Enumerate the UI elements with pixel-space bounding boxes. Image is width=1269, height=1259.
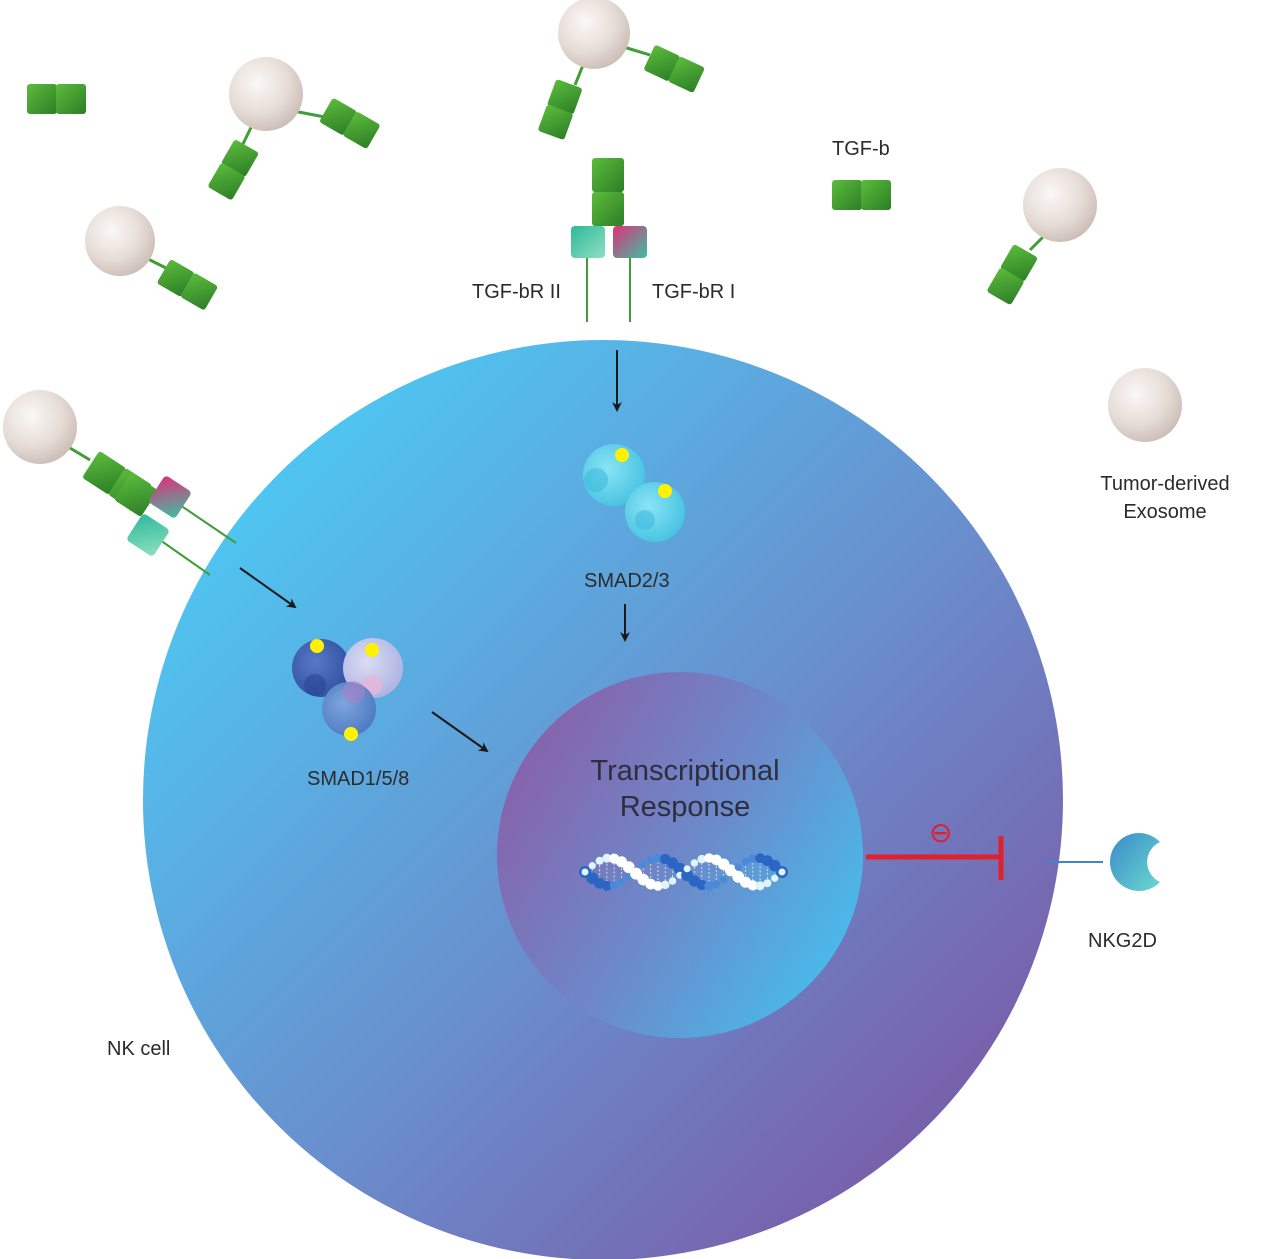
- exosome-with-ligands-3: [538, 0, 705, 140]
- dna-bead: [617, 878, 626, 887]
- exosome-with-ligands-2: [85, 206, 218, 310]
- label-nk-cell: NK cell: [107, 1038, 171, 1060]
- dna-bead: [763, 879, 772, 888]
- dna-bead: [601, 880, 612, 891]
- dna-bead: [748, 854, 758, 863]
- phospho-dot: [344, 727, 358, 741]
- dna-bead: [595, 856, 604, 865]
- dna-bead: [696, 879, 707, 891]
- arrow-receptor-to-smad158: [239, 567, 297, 609]
- arrow-smad158-to-nucleus: [431, 711, 489, 753]
- phospho-dot: [310, 639, 324, 653]
- phospho-dot: [658, 484, 672, 498]
- dna-bead: [755, 881, 765, 891]
- nkg2d-receptor: [1045, 833, 1160, 892]
- smad158-complex: [292, 638, 403, 741]
- dna-bead: [704, 881, 714, 891]
- tumor-exosome-legend: [1108, 368, 1182, 442]
- dna-bead: [697, 854, 706, 864]
- dna-bead: [683, 865, 691, 873]
- label-transcriptional-line2: Response: [619, 791, 751, 823]
- label-transcriptional-line1: Transcriptional: [590, 755, 780, 787]
- label-transcriptional-response: Transcriptional Response: [560, 753, 810, 825]
- dna-bead: [747, 880, 758, 891]
- label-tgf-br2: TGF-bR II: [472, 281, 561, 303]
- dna-bead: [719, 875, 728, 884]
- dna-bead: [581, 868, 589, 876]
- label-tgf-b: TGF-b: [832, 138, 890, 160]
- label-tumor-exosome-line1: Tumor-derived: [1100, 473, 1230, 495]
- exosome-with-ligands-4: [987, 168, 1097, 305]
- dna-bead: [712, 879, 721, 889]
- phospho-dot: [365, 643, 379, 657]
- label-smad23: SMAD2/3: [584, 570, 670, 592]
- tgf-b-dimer-topleft: [27, 84, 86, 114]
- dna-bead: [609, 881, 619, 890]
- dna-bead: [778, 868, 786, 876]
- exosome-with-ligands-1: [208, 57, 380, 200]
- dna-bead: [771, 874, 779, 882]
- tgf-b-dimer-legend: [832, 180, 891, 210]
- dna-bead: [602, 853, 612, 863]
- dna-helix: [579, 853, 788, 891]
- label-nkg2d: NKG2D: [1088, 930, 1157, 952]
- dna-bead: [661, 880, 670, 890]
- tgf-b-receptor-complex-left: [3, 390, 237, 576]
- tgf-b-receptor-complex-top: [571, 158, 647, 322]
- label-tgf-br1: TGF-bR I: [652, 281, 736, 303]
- inhibition-bar: [866, 836, 1004, 880]
- dna-bead: [588, 862, 596, 870]
- inhibit-symbol: ⊖: [929, 816, 953, 849]
- phospho-dot: [615, 448, 629, 462]
- dna-bead: [690, 859, 699, 867]
- nucleus: [497, 672, 863, 1038]
- dna-bead: [668, 877, 677, 885]
- label-smad158: SMAD1/5/8: [307, 768, 410, 790]
- label-tumor-exosome-line2: Exosome: [1123, 501, 1207, 523]
- dna-bead: [741, 857, 750, 866]
- label-tumor-exosome: Tumor-derived Exosome: [1100, 470, 1230, 526]
- dna-bead: [734, 863, 742, 871]
- dna-bead: [646, 855, 655, 865]
- smad23-complex: [583, 444, 685, 542]
- dna-bead: [639, 860, 648, 869]
- dna-bead: [653, 881, 663, 891]
